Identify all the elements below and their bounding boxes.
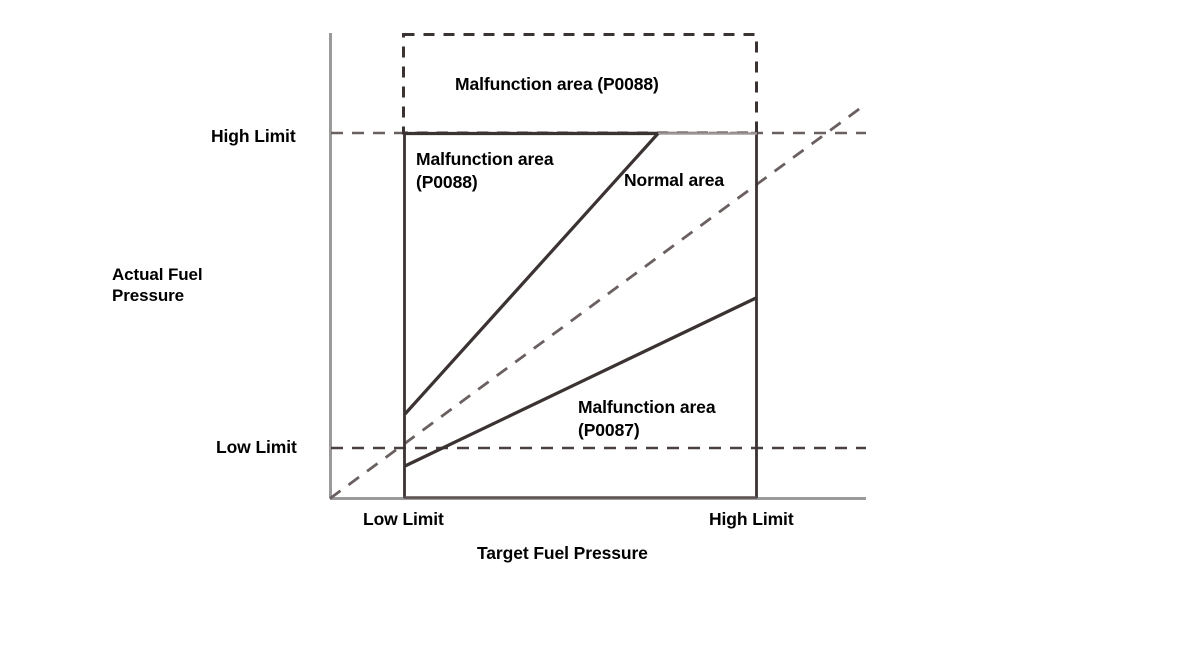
malfunction-lower-region-label-line1: Malfunction area [578,397,716,417]
y-axis-title-line2: Pressure [112,286,184,305]
malfunction-left-region-label-line1: Malfunction area [416,149,554,169]
y-axis-title-line1: Actual Fuel [112,265,203,284]
x-axis-low-limit-tick-label: Low Limit [363,509,444,529]
x-axis-high-limit-tick-label: High Limit [709,509,794,529]
y-axis-low-limit-tick-label: Low Limit [216,437,297,457]
lower-boundary-slope [404,296,757,468]
y-axis-high-limit-tick-label: High Limit [211,126,296,146]
x-axis-title: Target Fuel Pressure [477,543,648,563]
identity-reference-dashed-line [329,102,867,500]
malfunction-left-region-label-line2: (P0088) [416,172,478,192]
malfunction-upper-region-label: Malfunction area (P0088) [455,74,659,94]
malfunction-lower-region-label-line2: (P0087) [578,420,640,440]
normal-region-label: Normal area [624,170,725,190]
upper-boundary-slope [403,132,660,416]
